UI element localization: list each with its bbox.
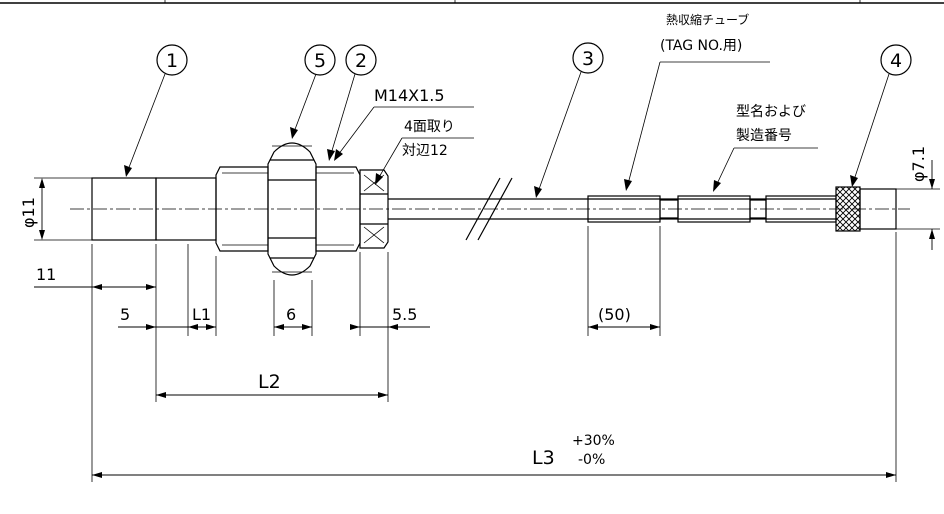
svg-text:6: 6	[286, 305, 296, 324]
svg-text:-0%: -0%	[578, 452, 605, 468]
svg-text:5.5: 5.5	[392, 305, 417, 324]
svg-text:(TAG NO.用): (TAG NO.用)	[660, 38, 742, 54]
cable-part-3	[388, 177, 837, 241]
model-serial-note: 型名および 製造番号	[713, 104, 818, 192]
balloon-1: 1	[124, 44, 188, 177]
svg-text:製造番号: 製造番号	[736, 128, 792, 144]
hex-nut-part-5	[267, 142, 317, 276]
dim-50: (50)	[588, 305, 660, 330]
svg-text:11: 11	[36, 265, 56, 284]
svg-text:対辺12: 対辺12	[402, 143, 448, 159]
dim-5: 5	[118, 305, 198, 330]
svg-text:4: 4	[890, 50, 902, 72]
balloon-3: 3	[534, 42, 604, 198]
svg-text:φ11: φ11	[19, 197, 38, 228]
thread-note: M14X1.5	[334, 86, 474, 161]
svg-text:5: 5	[120, 305, 130, 324]
title-block-edge	[0, 0, 944, 4]
threaded-body-part-2	[215, 166, 389, 252]
svg-text:L3: L3	[532, 447, 555, 469]
connector-part-4	[835, 186, 897, 232]
balloon-2: 2	[327, 44, 377, 161]
balloon-5: 5	[290, 44, 336, 139]
extension-lines	[91, 226, 897, 482]
svg-text:熱収縮チューブ: 熱収縮チューブ	[666, 12, 749, 27]
balloon-4: 4	[850, 44, 912, 187]
dim-11: 11	[34, 265, 156, 290]
dim-dia-left: φ11	[19, 177, 92, 241]
dim-L3: L3 +30% -0%	[92, 433, 896, 478]
svg-text:5: 5	[314, 50, 326, 72]
svg-text:+30%: +30%	[572, 433, 615, 449]
svg-text:L2: L2	[258, 371, 281, 393]
svg-text:(50): (50)	[598, 305, 631, 324]
dim-L2: L2	[156, 371, 388, 398]
svg-text:M14X1.5: M14X1.5	[374, 86, 445, 105]
heat-shrink-note: 熱収縮チューブ (TAG NO.用)	[624, 12, 770, 191]
svg-text:1: 1	[166, 50, 178, 72]
dim-L1: L1	[188, 305, 216, 330]
flats-note: 4面取り 対辺12	[375, 119, 474, 185]
dim-5-5: 5.5	[350, 305, 430, 330]
dim-6: 6	[274, 305, 312, 330]
svg-text:3: 3	[582, 48, 594, 70]
svg-text:2: 2	[355, 50, 367, 72]
dim-dia-right: φ7.1	[896, 146, 940, 250]
svg-text:4面取り: 4面取り	[404, 119, 455, 135]
svg-text:φ7.1: φ7.1	[909, 146, 928, 182]
svg-text:型名および: 型名および	[736, 104, 806, 120]
svg-text:L1: L1	[192, 305, 211, 324]
